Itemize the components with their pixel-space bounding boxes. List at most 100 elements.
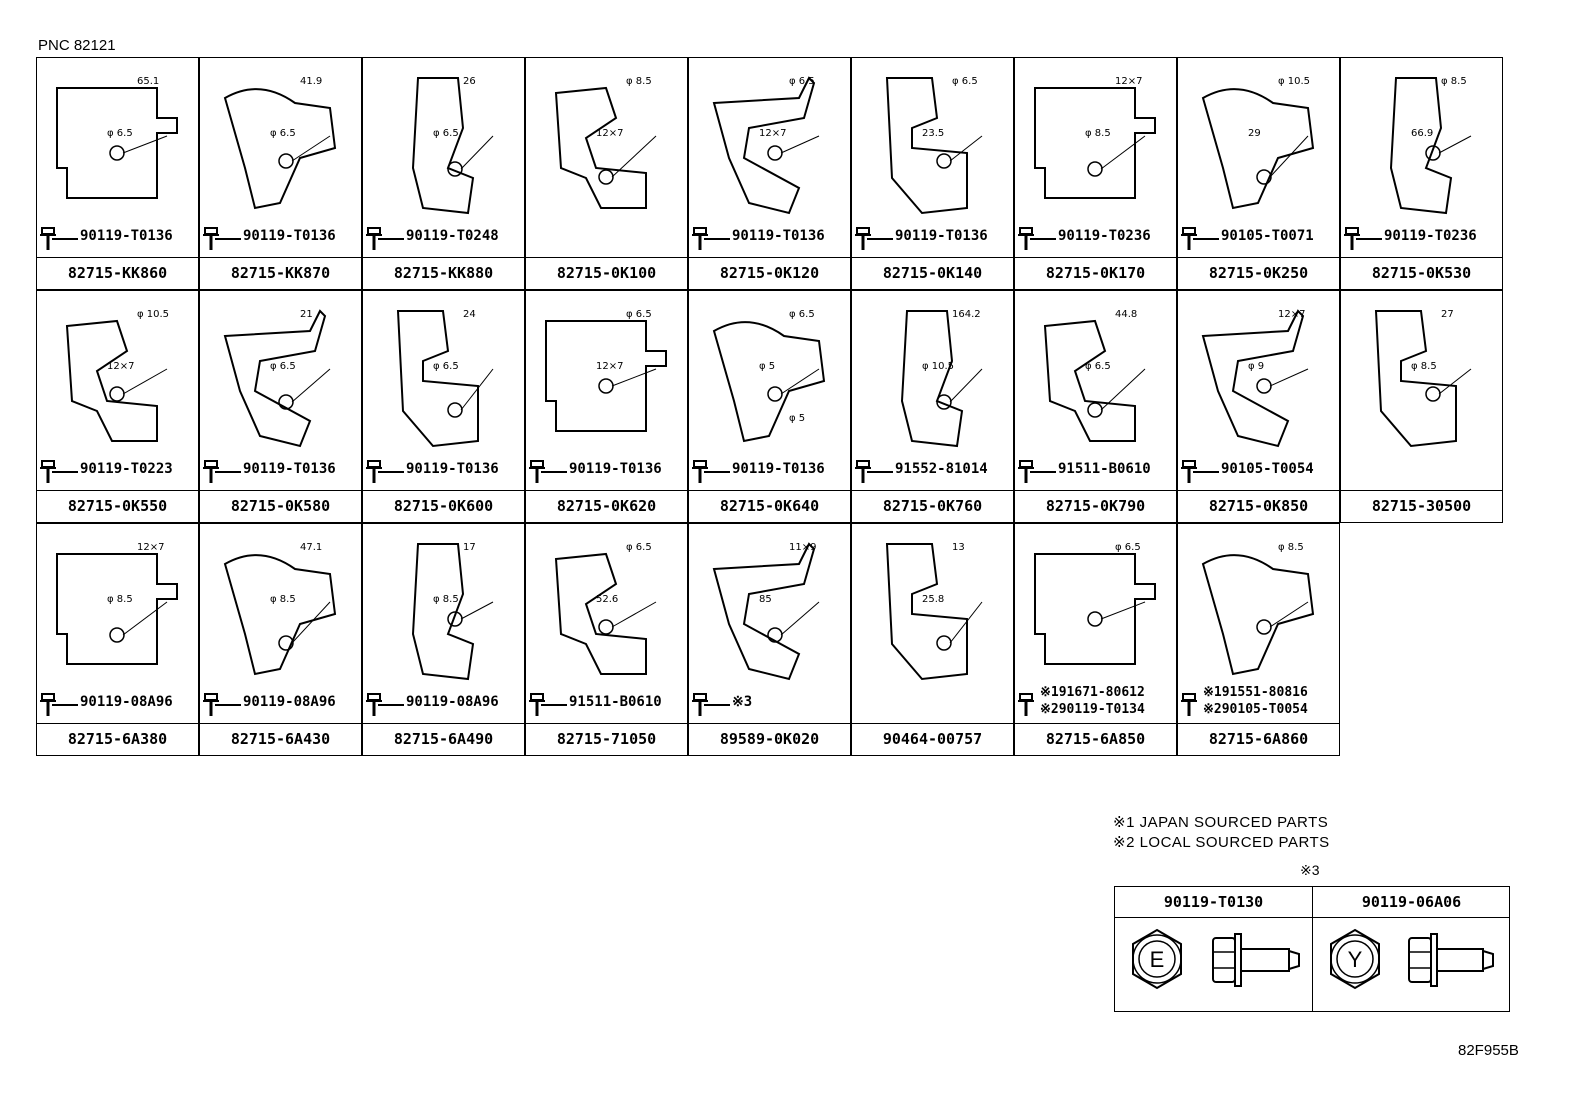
bracket-drawing <box>56 553 178 665</box>
dimension-label: 47.1 <box>300 542 323 553</box>
part-number: 82715-6A490 <box>363 723 524 755</box>
leader-line <box>1269 368 1309 387</box>
bolt-part-number: 91511-B0610 <box>1058 461 1151 477</box>
mounting-hole <box>1256 378 1272 394</box>
part-number: 82715-0K140 <box>852 257 1013 289</box>
leader-line <box>1269 601 1309 628</box>
bracket-outline <box>223 554 337 676</box>
bracket-illustration <box>689 58 852 258</box>
dimension-label: φ 8.5 <box>626 76 652 87</box>
dimension-label: 12×7 <box>596 128 624 139</box>
bracket-outline <box>411 543 475 681</box>
bracket-drawing <box>1389 77 1472 215</box>
bolt-part-number: ※191671-80612※290119-T0134 <box>1040 684 1145 718</box>
dimension-label: φ 6.5 <box>789 76 815 87</box>
bracket-illustration <box>689 291 852 491</box>
bracket-drawing <box>885 77 983 215</box>
bolt-number-primary: 90119-08A96 <box>406 694 499 710</box>
bracket-outline <box>545 320 667 432</box>
bracket-drawing <box>411 543 494 681</box>
bracket-illustration <box>37 58 200 258</box>
bracket-illustration <box>363 291 526 491</box>
fastener-col-2: 90119-06A06 Y <box>1313 887 1510 1011</box>
bolt-part-number: 90119-T0136 <box>80 228 173 244</box>
mounting-hole <box>598 169 614 185</box>
bracket-drawing <box>712 76 820 215</box>
mounting-hole <box>109 627 125 643</box>
bolt-icon <box>529 460 567 483</box>
bolt-icon <box>855 227 893 250</box>
head-letter: Y <box>1348 947 1363 972</box>
mounting-hole <box>278 394 294 410</box>
bolt-number-primary: 91511-B0610 <box>569 694 662 710</box>
bolt-icon <box>40 227 78 250</box>
bolt-callout: 90119-T0223 <box>40 457 198 485</box>
part-number: 82715-0K550 <box>37 490 198 522</box>
leader-line <box>460 601 494 620</box>
dimension-label: 23.5 <box>922 128 945 139</box>
mounting-hole <box>447 402 463 418</box>
bolt-icon <box>855 460 893 483</box>
bracket-outline <box>1043 319 1136 442</box>
bracket-outline <box>65 319 158 442</box>
part-number: 82715-0K640 <box>689 490 850 522</box>
bolt-number-primary: 90119-T0136 <box>243 228 336 244</box>
pnc-label: PNC 82121 <box>38 37 116 54</box>
dimension-label: 26 <box>463 76 476 87</box>
dimension-label: 25.8 <box>922 594 945 605</box>
bracket-illustration <box>1178 291 1341 491</box>
mounting-hole <box>109 386 125 402</box>
bolt-number-primary: 91552-81014 <box>895 461 988 477</box>
part-number: 82715-6A380 <box>37 723 198 755</box>
part-number: 82715-0K600 <box>363 490 524 522</box>
bolt-callout: 90119-T0236 <box>1344 224 1502 252</box>
dimension-label: φ 6.5 <box>952 76 978 87</box>
bracket-illustration <box>526 524 689 724</box>
bolt-part-number: 90119-08A96 <box>80 694 173 710</box>
head-letter: E <box>1150 947 1165 972</box>
bolt-part-number: 90119-T0236 <box>1058 228 1151 244</box>
bracket-drawing <box>545 320 667 432</box>
bracket-outline <box>1374 310 1457 448</box>
leader-line <box>1269 135 1309 178</box>
bracket-outline <box>1034 553 1156 665</box>
mounting-hole <box>447 161 463 177</box>
dimension-label: 21 <box>300 309 313 320</box>
bolt-icon <box>40 693 78 716</box>
bracket-illustration <box>200 524 363 724</box>
part-number: 82715-KK860 <box>37 257 198 289</box>
flange-bolt-icon: Y <box>1330 928 1494 990</box>
dimension-label: φ 5 <box>789 413 806 424</box>
bracket-outline <box>1201 554 1315 676</box>
dimension-label: φ 6.5 <box>626 309 652 320</box>
dimension-label: φ 8.5 <box>1278 542 1304 553</box>
bolt-icon <box>1181 693 1197 716</box>
bolt-callout: 90119-T0136 <box>366 457 524 485</box>
bracket-outline <box>885 77 968 215</box>
dimension-label: φ 6.5 <box>433 361 459 372</box>
bracket-drawing <box>223 309 331 448</box>
bolt-callout: 90119-T0136 <box>692 457 850 485</box>
leader-line <box>611 368 657 387</box>
mounting-hole <box>767 145 783 161</box>
bolt-icon <box>366 693 404 716</box>
bracket-drawing <box>1201 88 1315 210</box>
bracket-drawing <box>1034 87 1156 199</box>
bolt-number-primary: 90105-T0071 <box>1221 228 1314 244</box>
dimension-label: 164.2 <box>952 309 981 320</box>
mounting-hole <box>767 386 783 402</box>
leader-line <box>291 135 331 162</box>
bracket-drawing <box>1374 310 1472 448</box>
bracket-illustration <box>852 291 1015 491</box>
bolt-part-number: 91552-81014 <box>895 461 988 477</box>
bracket-outline <box>1034 87 1156 199</box>
dimension-label: φ 10.5 <box>137 309 170 320</box>
bolt-part-number: 90119-08A96 <box>406 694 499 710</box>
bracket-outline <box>223 88 337 210</box>
bolt-number-primary: 90119-T0136 <box>406 461 499 477</box>
